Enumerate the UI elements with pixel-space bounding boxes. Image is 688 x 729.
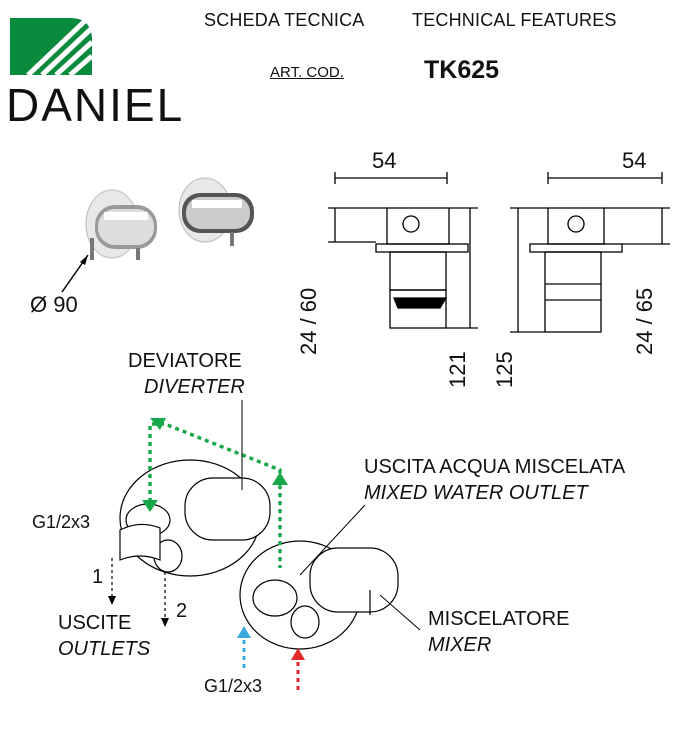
label-outlets: OUTLETS	[58, 638, 151, 660]
dim-depth-right: 24 / 65	[632, 287, 657, 355]
label-mixed-outlet: MIXED WATER OUTLET	[364, 482, 588, 504]
daniel-logo-icon	[10, 16, 94, 77]
label-g12-bottom: G1/2x3	[204, 676, 263, 696]
valve-assembly-drawing	[119, 459, 399, 650]
label-diverter: DIVERTER	[144, 376, 245, 398]
outlet-leader	[299, 504, 366, 576]
outlet-arrows	[111, 558, 166, 620]
label-mixer: MIXER	[428, 634, 492, 656]
header-technical: TECHNICAL FEATURES	[412, 10, 617, 30]
mixer-leader	[379, 594, 421, 631]
product-knobs-image	[85, 177, 254, 260]
header-scheda: SCHEDA TECNICA	[204, 10, 365, 30]
dim-height-right: 125	[492, 351, 517, 388]
label-outlet-1: 1	[92, 566, 104, 588]
dim-diameter: Ø 90	[30, 292, 78, 317]
label-miscelatore: MISCELATORE	[428, 608, 570, 630]
dim-width-right: 54	[622, 148, 647, 173]
tech-drawing-right	[510, 172, 670, 333]
label-deviatore: DEVIATORE	[128, 350, 242, 372]
label-g12-top: G1/2x3	[32, 512, 91, 532]
tech-drawing-left	[328, 172, 478, 329]
label-uscita-acqua: USCITA ACQUA MISCELATA	[364, 456, 626, 478]
label-uscite: USCITE	[58, 612, 132, 634]
diverter-flow-arrow	[148, 422, 282, 568]
art-code: TK625	[424, 56, 500, 84]
brand-name: DANIEL	[6, 79, 185, 131]
art-code-label: ART. COD.	[270, 64, 344, 81]
label-outlet-2: 2	[176, 600, 188, 622]
dim-depth-left: 24 / 60	[296, 287, 321, 355]
dim-height-left: 121	[445, 351, 470, 388]
dim-width-left: 54	[372, 148, 397, 173]
